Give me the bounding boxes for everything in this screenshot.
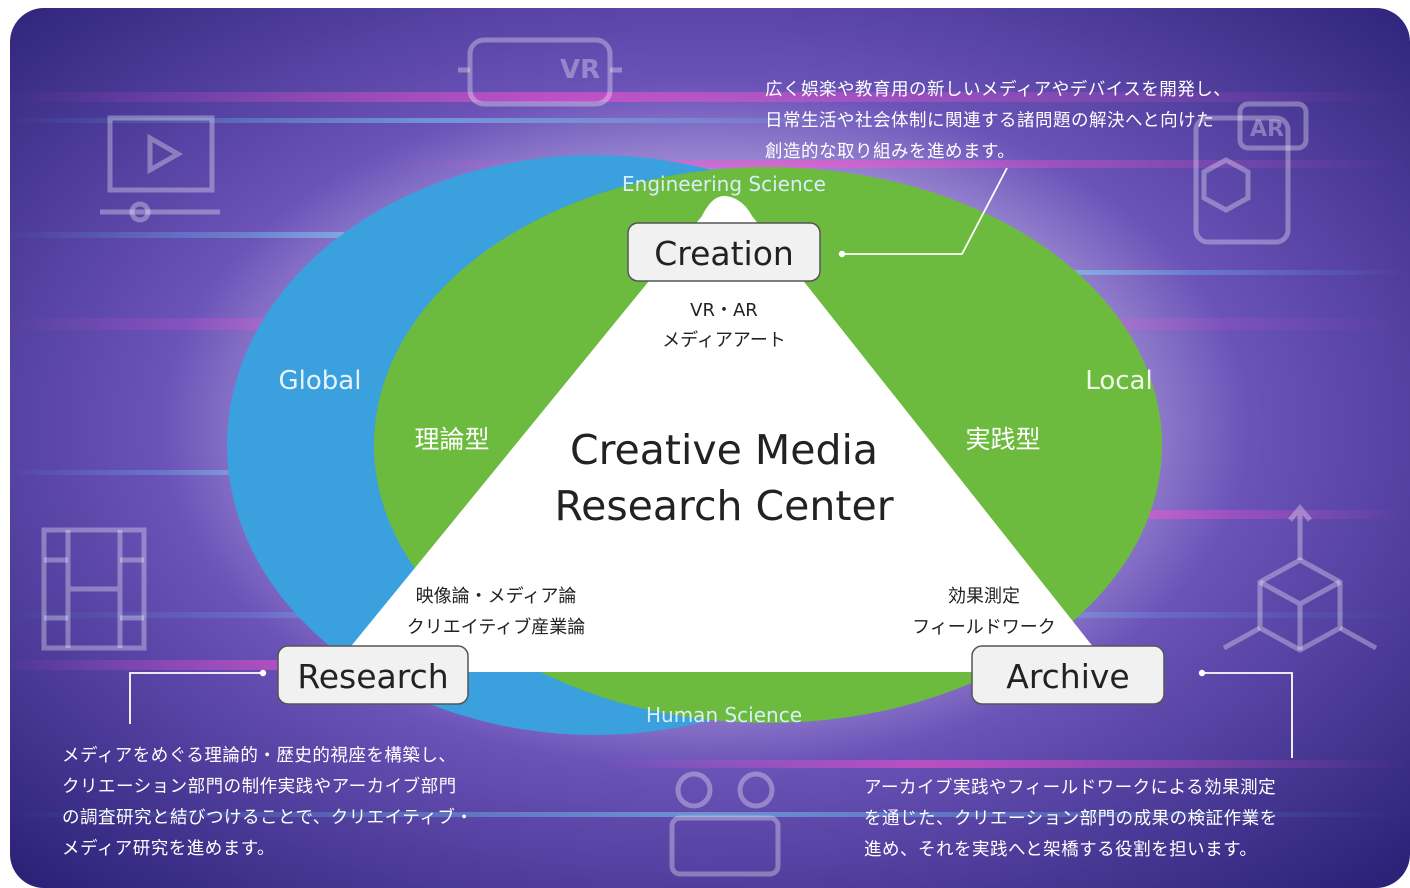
svg-text:AR: AR [1250,117,1284,142]
research-description-line: メディアをめぐる理論的・歴史的視座を構築し、 [62,746,457,766]
axis-left-label: Global [279,366,362,396]
research-description-line: の調査研究と結びつけることで、クリエイティブ・ [62,808,474,828]
research-description-line: メディア研究を進めます。 [62,839,276,859]
side-left-label: 理論型 [414,425,489,454]
vr-headset-icon: VR [458,37,622,107]
film-strip-icon [41,527,147,651]
archive-connector-dot [1198,669,1206,677]
research-description: メディアをめぐる理論的・歴史的視座を構築し、 クリエーション部門の制作実践やアー… [62,741,473,865]
connector-lines [129,167,1293,758]
research-topic: 映像論・メディア論 [416,586,577,607]
creation-topic: メディアアート [662,330,786,351]
creation-description-line: 創造的な取り組みを進めます。 [765,142,1016,162]
center-title-line1: Creative Media [570,426,878,474]
research-label: Research [297,657,448,696]
archive-label: Archive [1006,657,1129,696]
archive-description: アーカイブ実践やフィールドワークによる効果測定 を通じた、クリエーション部門の成… [864,773,1278,866]
center-triangle [330,196,1113,672]
creation-description-line: 広く娯楽や教育用の新しいメディアやデバイスを開発し、 [765,80,1232,100]
research-description-line: クリエーション部門の制作実践やアーカイブ部門 [62,777,457,797]
archive-description-line: アーカイブ実践やフィールドワークによる効果測定 [864,778,1277,798]
creation-description-line: 日常生活や社会体制に関連する諸問題の解決へと向けた [765,111,1215,131]
people-presentation-icon [669,771,781,877]
research-topic: クリエイティブ産業論 [407,616,586,638]
archive-description-line: を通じた、クリエーション部門の成果の検証作業を [864,809,1278,829]
creation-topic: VR・AR [690,300,758,321]
archive-topic: フィールドワーク [912,617,1056,638]
creation-label: Creation [654,234,794,273]
creation-connector-dot [838,250,846,258]
svg-text:VR: VR [560,55,600,85]
creation-node[interactable]: Creation [627,222,821,282]
ar-phone-icon: AR [1193,101,1309,245]
video-player-icon [100,115,220,223]
research-connector-dot [259,669,267,677]
center-title-line2: Research Center [554,482,893,530]
axis-right-label: Local [1085,366,1152,396]
research-node[interactable]: Research [277,645,469,705]
axis-bottom-label: Human Science [646,703,802,727]
creation-description: 広く娯楽や教育用の新しいメディアやデバイスを開発し、 日常生活や社会体制に関連す… [765,75,1231,168]
archive-description-line: 進め、それを実践へと架橋する役割を担います。 [864,840,1258,860]
archive-node[interactable]: Archive [971,645,1165,705]
side-right-label: 実践型 [965,425,1040,454]
axis-top-label: Engineering Science [622,172,826,196]
archive-topic: 効果測定 [948,586,1020,607]
3d-cube-icon [1222,504,1378,653]
